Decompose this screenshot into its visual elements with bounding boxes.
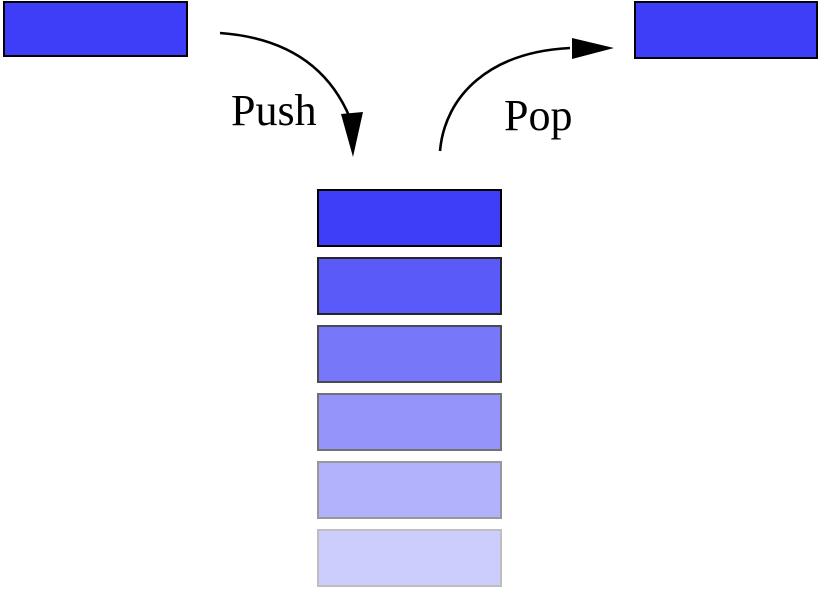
push-label: Push — [231, 86, 317, 135]
stack-block — [317, 461, 502, 519]
stack — [317, 189, 502, 587]
incoming-block — [3, 1, 188, 57]
stack-block — [317, 325, 502, 383]
stack-block — [317, 529, 502, 587]
stack-block — [317, 393, 502, 451]
stack-block — [317, 257, 502, 315]
pop-label: Pop — [504, 91, 573, 140]
stack-block — [317, 189, 502, 247]
popped-block — [634, 1, 818, 59]
